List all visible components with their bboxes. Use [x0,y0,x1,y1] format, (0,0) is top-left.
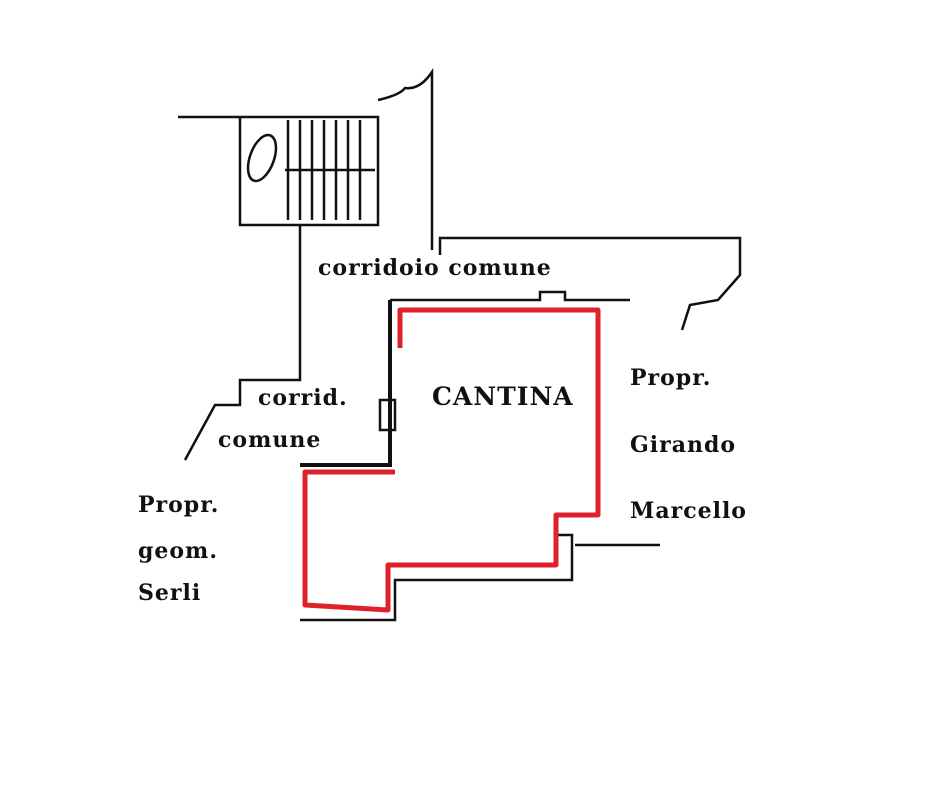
corridor-top-label: corridoio comune [318,255,552,281]
neighbor-right-line-2: Girando [630,432,736,458]
walls [183,225,742,622]
staircase [178,67,434,250]
corridor-left-label-2: comune [218,427,321,453]
neighbor-right-line-3: Marcello [630,498,747,524]
neighbor-right-line-1: Propr. [630,365,711,391]
neighbor-left-line-1: Propr. [138,492,219,518]
neighbor-left-line-2: geom. [138,538,218,564]
room-label: CANTINA [432,382,574,411]
cantina-highlight [302,307,601,613]
corridor-left-label-1: corrid. [258,385,348,411]
neighbor-left-line-3: Serli [138,580,201,606]
